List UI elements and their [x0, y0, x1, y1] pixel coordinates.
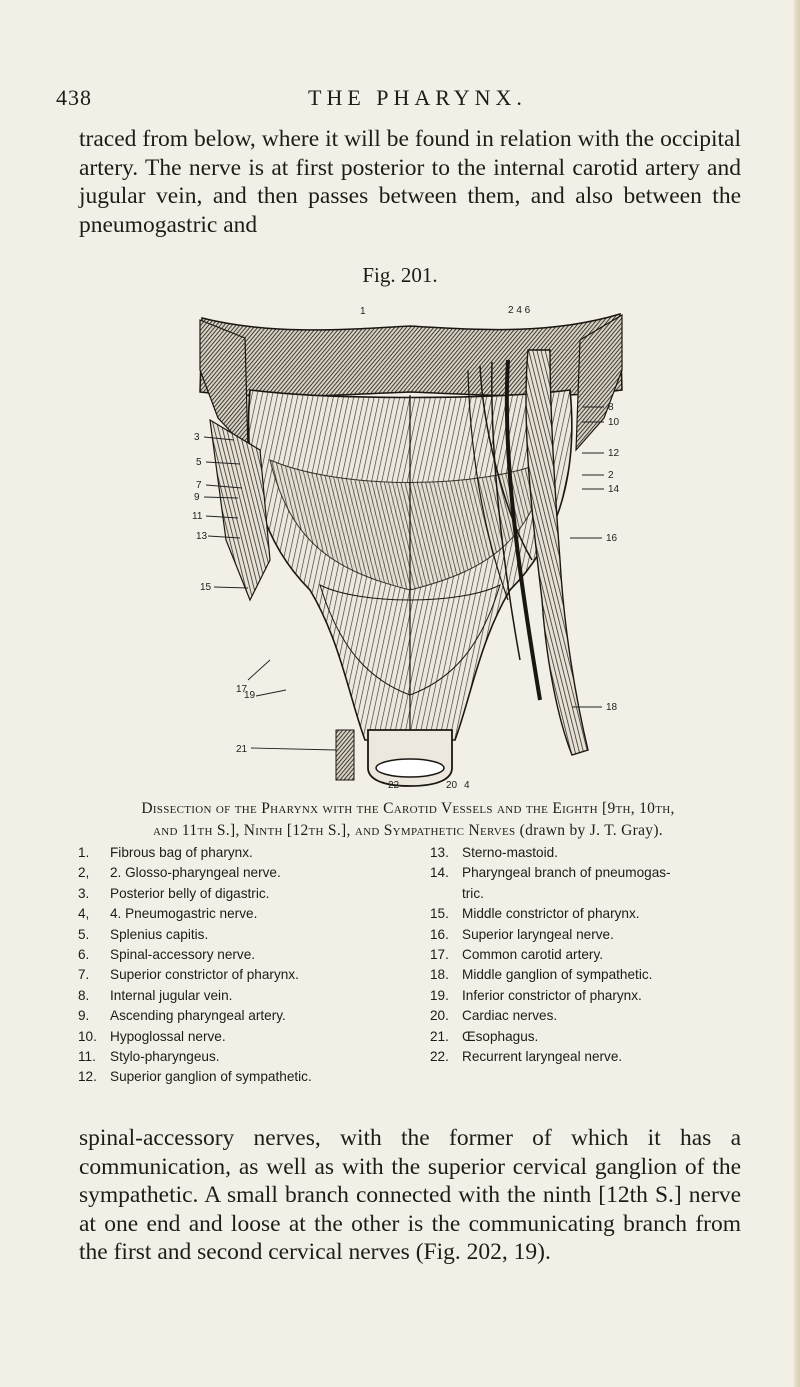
callout-22: 22 — [388, 780, 400, 790]
legend-item: 19.Inferior constrictor of pharynx. — [430, 987, 642, 1003]
callout-16: 16 — [606, 533, 618, 544]
legend-item: 2,2. Glosso-pharyngeal nerve. — [78, 865, 281, 881]
callout-2-4-6: 2 4 6 — [508, 305, 531, 316]
running-head: THE PHARYNX. — [308, 85, 527, 110]
legend-item: 6.Spinal-accessory nerve. — [78, 947, 256, 963]
callout-20: 20 — [446, 780, 458, 790]
skull-base-shape — [199, 313, 623, 398]
callout-18: 18 — [606, 702, 618, 713]
legend-item: 22.Recurrent laryngeal nerve. — [430, 1049, 623, 1065]
page-header: 438 THE PHARYNX. — [56, 85, 756, 115]
caption-line-2-text: and 11th S.], Ninth [12th S.], and Sympa… — [153, 822, 516, 839]
caption-credit: (drawn by J. T. Gray). — [519, 822, 663, 839]
callout-7: 7 — [196, 480, 202, 491]
body-paragraph-bottom: spinal-accessory nerves, with the former… — [79, 1125, 741, 1266]
legend-item: 17.Common carotid artery. — [430, 947, 604, 963]
legend-item: 21.Œsophagus. — [430, 1028, 539, 1044]
legend-item: 7.Superior constrictor of pharynx. — [78, 967, 299, 983]
callout-19: 19 — [244, 690, 256, 701]
callout-15: 15 — [200, 582, 212, 593]
body-paragraph-top: traced from below, where it will be foun… — [79, 126, 741, 238]
legend-item: 13.Sterno-mastoid. — [430, 845, 558, 860]
legend-item: 10.Hypoglossal nerve. — [78, 1028, 226, 1044]
callout-8: 8 — [608, 402, 614, 413]
caption-line-2: and 11th S.], Ninth [12th S.], and Sympa… — [56, 820, 760, 842]
figure-label: Fig. 201. — [362, 263, 438, 287]
callout-3: 3 — [194, 432, 200, 443]
legend-item: 1.Fibrous bag of pharynx. — [78, 845, 253, 860]
anatomical-illustration: 1 2 4 6 3 5 7 9 11 13 15 17 19 21 8 10 1… — [190, 300, 630, 790]
callout-5: 5 — [196, 457, 202, 468]
page-number: 438 — [56, 85, 92, 110]
legend-item: 14.Pharyngeal branch of pneumogas- — [430, 865, 671, 881]
legend-item: 4,4. Pneumogastric nerve. — [78, 906, 258, 922]
legend-item: 5.Splenius capitis. — [78, 926, 209, 942]
callout-13: 13 — [196, 531, 208, 542]
legend-item: 9.Ascending pharyngeal artery. — [78, 1008, 286, 1024]
legend-left-column: 1.Fibrous bag of pharynx. 2,2. Glosso-ph… — [78, 843, 418, 1088]
legend-item: 8.Internal jugular vein. — [78, 987, 233, 1003]
callout-4-bottom: 4 — [464, 780, 470, 790]
page-edge — [794, 0, 800, 1387]
legend-item: 16.Superior laryngeal nerve. — [430, 926, 614, 942]
callout-10: 10 — [608, 417, 620, 428]
legend-item: 20.Cardiac nerves. — [430, 1008, 558, 1024]
figure-caption: Dissection of the Pharynx with the Carot… — [56, 798, 760, 842]
callout-12: 12 — [608, 448, 620, 459]
callout-17: 17 — [236, 684, 248, 695]
callout-21: 21 — [236, 744, 248, 755]
legend-item: 11.Stylo-pharyngeus. — [78, 1049, 220, 1065]
callout-1: 1 — [360, 306, 366, 317]
legend-item: tric. — [462, 885, 484, 901]
legend-item: 18.Middle ganglion of sympathetic. — [430, 967, 653, 983]
legend-item: 12.Superior ganglion of sympathetic. — [78, 1069, 312, 1085]
callout-14: 14 — [608, 484, 620, 495]
callout-11: 11 — [192, 511, 203, 522]
callout-9: 9 — [194, 492, 200, 503]
legend-item: 15.Middle constrictor of pharynx. — [430, 906, 640, 922]
legend-right-column: 13.Sterno-mastoid. 14.Pharyngeal branch … — [430, 843, 720, 1067]
callout-2-right: 2 — [608, 470, 614, 481]
legend-item: 3.Posterior belly of digastric. — [78, 885, 270, 901]
caption-line-1: Dissection of the Pharynx with the Carot… — [141, 800, 675, 817]
figure-legend: 1.Fibrous bag of pharynx. 2,2. Glosso-ph… — [78, 843, 758, 1113]
